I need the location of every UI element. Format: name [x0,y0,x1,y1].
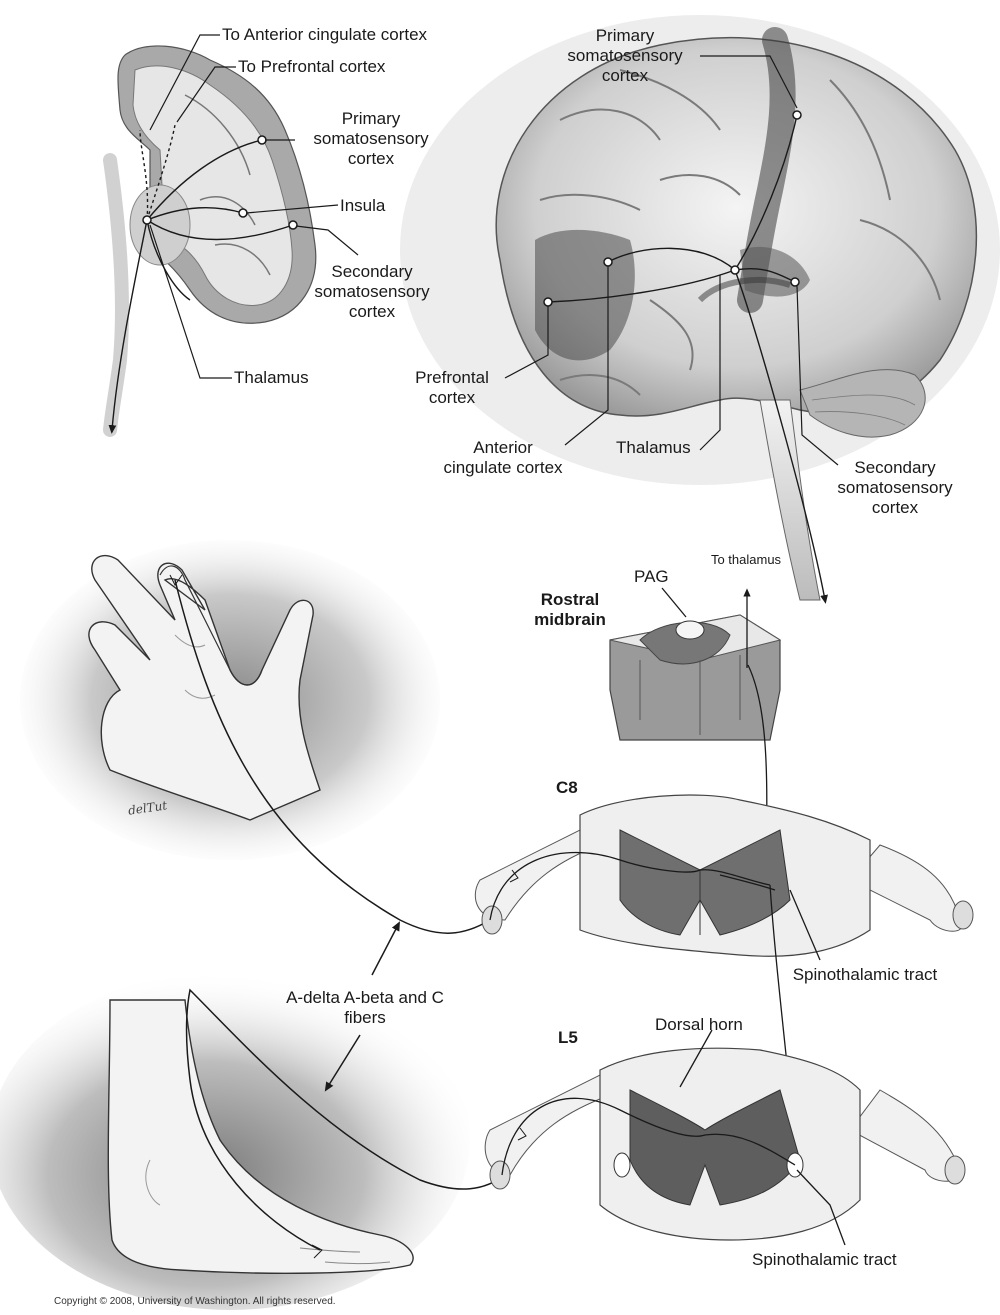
label-spinothalamic-c8: Spinothalamic tract [790,965,940,985]
label-secondary-somatosensory-right: Secondary somatosensory cortex [815,458,975,518]
label-spinothalamic-l5: Spinothalamic tract [752,1250,897,1270]
l5-spinal-segment [485,1048,965,1240]
label-prefrontal-right: Prefrontal cortex [402,368,502,408]
label-c8: C8 [556,778,578,798]
label-to-anterior-cingulate: To Anterior cingulate cortex [222,25,427,45]
label-l5: L5 [558,1028,578,1048]
label-pag: PAG [634,567,669,587]
label-fibers: A-delta A-beta and C fibers [265,988,465,1028]
label-thalamus-left: Thalamus [234,368,309,388]
hand-drawing [20,540,440,860]
label-anterior-cingulate-right: Anterior cingulate cortex [443,438,563,478]
label-insula: Insula [340,196,385,216]
label-to-thalamus: To thalamus [710,552,782,567]
label-primary-somatosensory-right: Primary somatosensory cortex [550,26,700,86]
label-thalamus-right: Thalamus [616,438,691,458]
label-secondary-somatosensory-left: Secondary somatosensory cortex [292,262,452,322]
label-rostral-midbrain: Rostral midbrain [522,590,618,630]
rostral-midbrain-section [610,615,780,740]
c8-spinal-segment [475,795,973,956]
label-to-prefrontal: To Prefrontal cortex [238,57,385,77]
label-dorsal-horn: Dorsal horn [655,1015,743,1035]
copyright-notice: Copyright © 2008, University of Washingt… [54,1296,336,1308]
label-primary-somatosensory-left: Primary somatosensory cortex [296,109,446,169]
